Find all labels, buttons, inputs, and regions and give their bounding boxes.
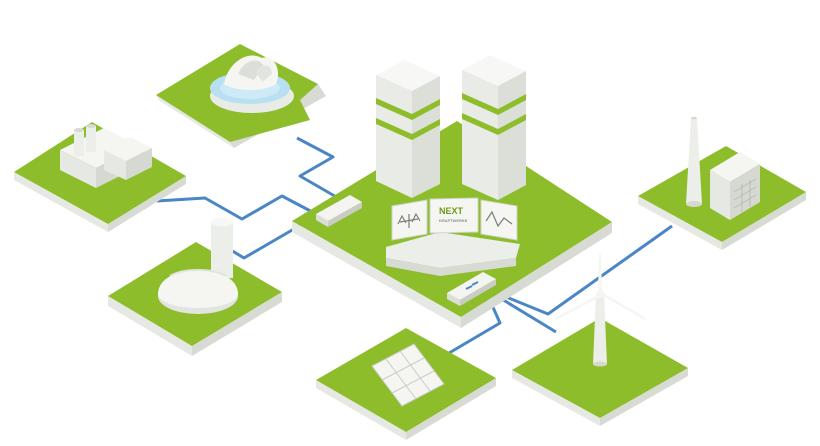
monitor-right bbox=[480, 199, 518, 241]
server-accent-stripe bbox=[462, 93, 526, 115]
wind-turbine-tile bbox=[512, 254, 688, 426]
chimney bbox=[74, 130, 84, 156]
chimney-tower bbox=[686, 116, 702, 207]
server-accent-stripe bbox=[462, 113, 526, 135]
junction-box-right bbox=[447, 272, 496, 306]
biogas-digester bbox=[158, 218, 238, 314]
solar-park-tile bbox=[316, 328, 496, 440]
link-to-biomass bbox=[296, 136, 346, 204]
server-accent-stripe bbox=[376, 118, 440, 140]
solar-panel bbox=[371, 343, 445, 407]
tile-top bbox=[512, 318, 688, 418]
tile-side bbox=[156, 95, 234, 148]
tile-side bbox=[600, 368, 688, 426]
tile-side bbox=[292, 221, 461, 328]
biogas-plant-tile bbox=[108, 218, 282, 356]
brand-logo-text: NEXT bbox=[439, 206, 464, 216]
tile-side bbox=[316, 380, 406, 440]
tile-side bbox=[108, 176, 186, 232]
control-desk: NEXT KRAFTWERKE bbox=[386, 197, 520, 276]
server-tower-right bbox=[462, 55, 526, 200]
industrial-plant-tile bbox=[14, 122, 186, 232]
biomass-plant-building bbox=[210, 55, 294, 113]
wind-turbine bbox=[555, 254, 646, 367]
brand-logo-subtext: KRAFTWERKE bbox=[439, 218, 468, 223]
cogeneration-plant-tile bbox=[638, 116, 806, 250]
biomass-plant-tile bbox=[156, 44, 326, 148]
power-plant-building bbox=[710, 152, 760, 220]
factory-building bbox=[60, 124, 152, 188]
monitor-left bbox=[391, 199, 428, 241]
tile-side bbox=[722, 192, 806, 250]
server-tower-left bbox=[376, 60, 440, 198]
link-to-industrial bbox=[156, 194, 319, 221]
balance-scale-icon bbox=[397, 212, 421, 228]
chimney bbox=[86, 126, 96, 152]
server-accent-stripe bbox=[376, 98, 440, 120]
tile-side bbox=[14, 172, 108, 232]
tile-side bbox=[638, 196, 722, 250]
tile-side bbox=[108, 296, 192, 356]
tile-side bbox=[461, 222, 612, 328]
tile-side bbox=[406, 378, 496, 440]
monitor-center: NEXT KRAFTWERKE bbox=[429, 197, 479, 234]
junction-box-left bbox=[316, 195, 362, 227]
line-graph-icon bbox=[485, 210, 513, 228]
tile-side bbox=[192, 292, 282, 356]
tile-side bbox=[512, 370, 600, 426]
